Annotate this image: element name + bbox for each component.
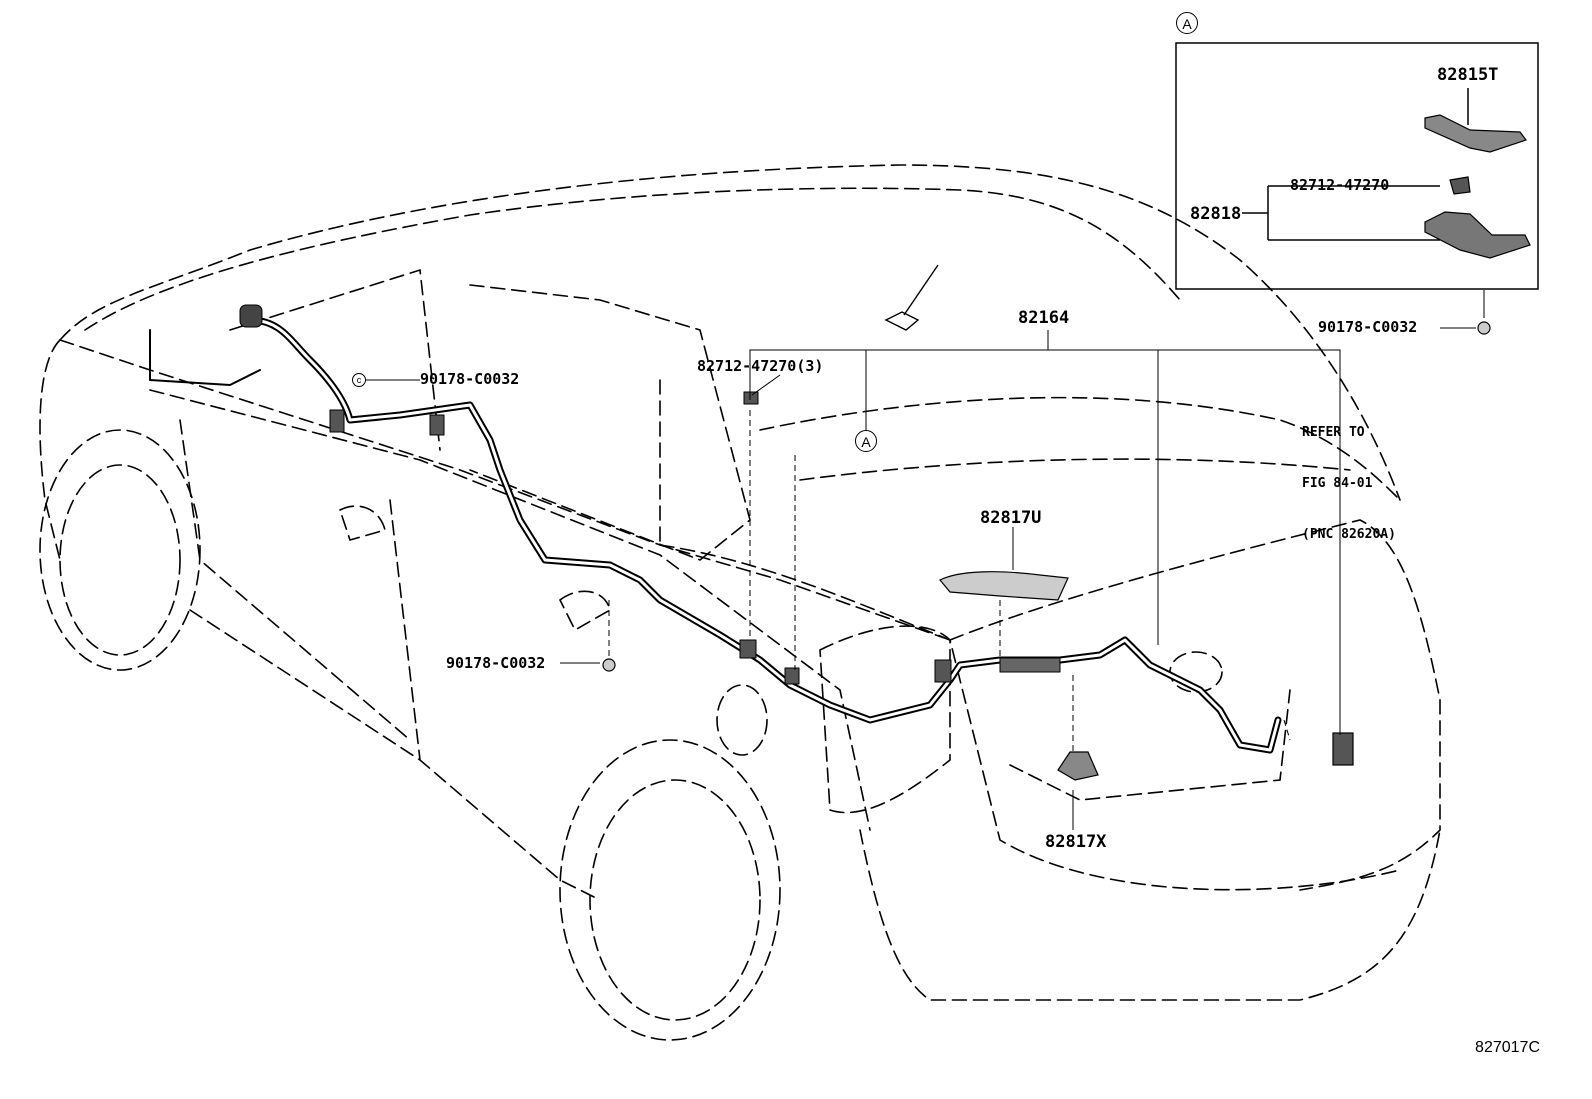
car-front <box>39 339 61 561</box>
inset-clip-90178 <box>1477 321 1491 335</box>
dashed-clip-line-6 <box>1283 719 1291 741</box>
refer-note-line3: (PNC 82620A) <box>1302 527 1396 542</box>
label-82817U: 82817U <box>980 508 1042 528</box>
harness-connector-5 <box>934 659 952 683</box>
inset-clip-82712 <box>1449 176 1471 195</box>
inset-detail-box <box>1175 42 1539 290</box>
car-door-front <box>179 419 411 741</box>
car-roof-outline <box>59 164 1401 501</box>
car-bumper <box>859 829 1441 1001</box>
car-roof-inner <box>84 187 1181 331</box>
clip-82712 <box>743 391 759 405</box>
part-82817U-garnish <box>939 571 1069 601</box>
label-90178-top: 90178-C0032 <box>420 370 520 388</box>
antenna-base <box>884 311 920 331</box>
antenna-mast <box>903 264 939 316</box>
label-82818: 82818 <box>1190 204 1242 224</box>
front-wheel-inner <box>59 464 181 656</box>
front-connector <box>239 304 263 328</box>
rear-wheel-inner <box>589 779 761 1021</box>
car-rear-deck <box>759 396 1401 501</box>
figure-number: 827017C <box>1475 1039 1540 1056</box>
label-82815T: 82815T <box>1437 65 1499 85</box>
harness-connector-4 <box>784 667 800 685</box>
car-window-front <box>229 268 441 451</box>
car-rear-glass <box>799 458 1351 481</box>
harness-connector-2 <box>429 414 445 436</box>
rear-wheel-outer <box>559 739 781 1041</box>
wire-harness-82164 <box>246 316 1282 754</box>
car-beltline <box>149 389 871 831</box>
wire-harness-core <box>248 318 1280 752</box>
refer-note-line2: FIG 84-01 <box>1302 476 1373 491</box>
label-90178-inset: 90178-C0032 <box>1318 318 1418 336</box>
label-82164: 82164 <box>1018 308 1070 328</box>
car-rocker <box>189 609 601 901</box>
inset-callout-A: A <box>1176 12 1198 34</box>
leader-82712-main <box>751 374 781 396</box>
inset-82818-bracket <box>1242 185 1440 241</box>
inset-part-82815T <box>1424 114 1527 153</box>
car-door-rear <box>389 499 421 761</box>
clip-callout-c: c <box>352 373 366 387</box>
car-taillight <box>819 625 951 814</box>
fuel-door <box>716 684 768 756</box>
label-90178-mid: 90178-C0032 <box>446 654 546 672</box>
inset-part-82818 <box>1424 211 1531 259</box>
label-82817X: 82817X <box>1045 832 1107 852</box>
label-82712-inset: 82712-47270 <box>1290 176 1390 194</box>
leader-82164-bracket <box>749 349 1341 735</box>
rear-door-handle <box>558 590 611 632</box>
car-license-recess <box>1009 689 1291 801</box>
car-side-upper <box>59 339 951 641</box>
car-rear-quarter <box>659 544 1401 891</box>
car-window-rear <box>469 284 751 561</box>
front-door-handle <box>339 505 386 541</box>
front-wire-branch <box>149 329 261 386</box>
car-tailgate <box>949 519 1441 891</box>
part-connector-rear <box>1332 732 1354 766</box>
body-callout-A: A <box>855 430 877 452</box>
harness-connector-3 <box>739 639 757 659</box>
harness-connector-1 <box>329 409 345 433</box>
harness-connector-6 <box>999 657 1061 673</box>
part-82817X-bracket <box>1057 751 1099 781</box>
clip-90178-mid <box>602 658 616 672</box>
refer-note-line1: REFER TO <box>1302 425 1365 440</box>
refer-note: REFER TO FIG 84-01 (PNC 82620A) <box>1302 390 1396 560</box>
label-82712-main: 82712-47270(3) <box>697 357 824 375</box>
front-wheel-outer <box>39 429 201 671</box>
